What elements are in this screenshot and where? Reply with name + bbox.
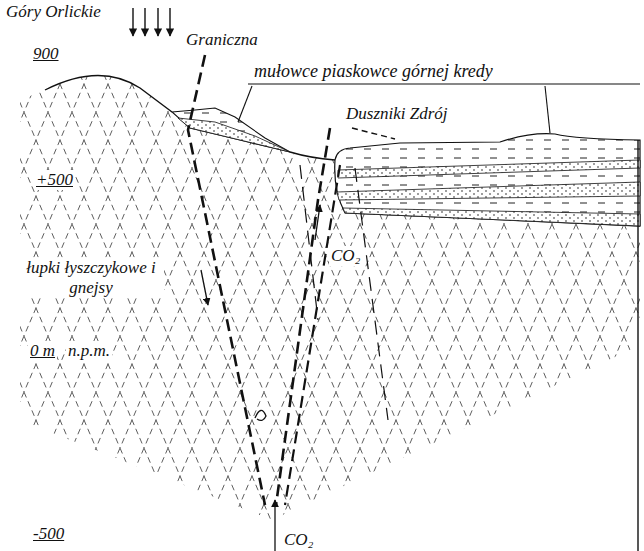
map-label: 900: [31, 44, 61, 64]
sandstone-layer: [337, 182, 640, 200]
section-edge: [637, 140, 638, 551]
rain-arrow: [132, 8, 133, 36]
label-anchor: 0 m: [28, 341, 57, 361]
map-label: Góry Orlickie: [4, 2, 103, 22]
map-label: łupki łyszczykowe i gnejsy: [18, 258, 164, 298]
cretaceous-plateau: [335, 134, 640, 226]
fault-line: [300, 165, 318, 320]
label-anchor: CO₂: [329, 246, 363, 266]
label-anchor: 900: [31, 44, 61, 64]
leader-lines: [238, 84, 640, 133]
label-anchor: +500: [34, 170, 75, 190]
map-label: -500: [31, 524, 66, 544]
rain-arrow: [169, 8, 170, 36]
map-label: n.p.m.: [66, 341, 112, 361]
flow-arrow: [201, 270, 208, 305]
sandstone-layer: [178, 118, 290, 152]
flow-loop: [255, 410, 266, 420]
map-label: Graniczna: [184, 30, 260, 50]
sandstone-layer: [343, 208, 640, 226]
fault-line: [285, 165, 340, 505]
label-anchor: n.p.m.: [66, 341, 112, 361]
leader-line: [238, 86, 252, 122]
map-label: Duszniki Zdrój: [344, 104, 450, 124]
map-label: 0 m: [28, 341, 57, 361]
cretaceous-wedge: [172, 108, 290, 152]
rain-arrow: [144, 8, 145, 36]
fault-line: [352, 128, 395, 139]
map-label: CO₂: [329, 246, 363, 266]
fault-line: [276, 128, 330, 505]
flow-arrow: [315, 205, 320, 240]
map-label: +500: [34, 170, 75, 190]
fault-line: [355, 168, 388, 420]
label-anchor: -500: [31, 524, 66, 544]
fault-line: [188, 55, 265, 505]
label-underline: [248, 83, 640, 84]
map-label: mułowce piaskowce górnej kredy: [252, 61, 495, 81]
leader-line: [545, 86, 550, 133]
sandstone-layer: [338, 160, 640, 178]
label-anchor: łupki łyszczykowe i gnejsy: [18, 258, 164, 298]
co2-arrow: [274, 500, 275, 551]
label-anchor: Duszniki Zdrój: [344, 104, 450, 124]
rain-arrows: [133, 8, 170, 36]
flow-arrows: [201, 205, 320, 551]
map-label: CO₂: [282, 530, 316, 550]
label-anchor: mułowce piaskowce górnej kredy: [252, 61, 495, 81]
rain-arrow: [157, 8, 158, 36]
label-anchor: CO₂: [282, 530, 316, 550]
label-anchor: Góry Orlickie: [4, 2, 103, 22]
label-anchor: Graniczna: [184, 30, 260, 50]
